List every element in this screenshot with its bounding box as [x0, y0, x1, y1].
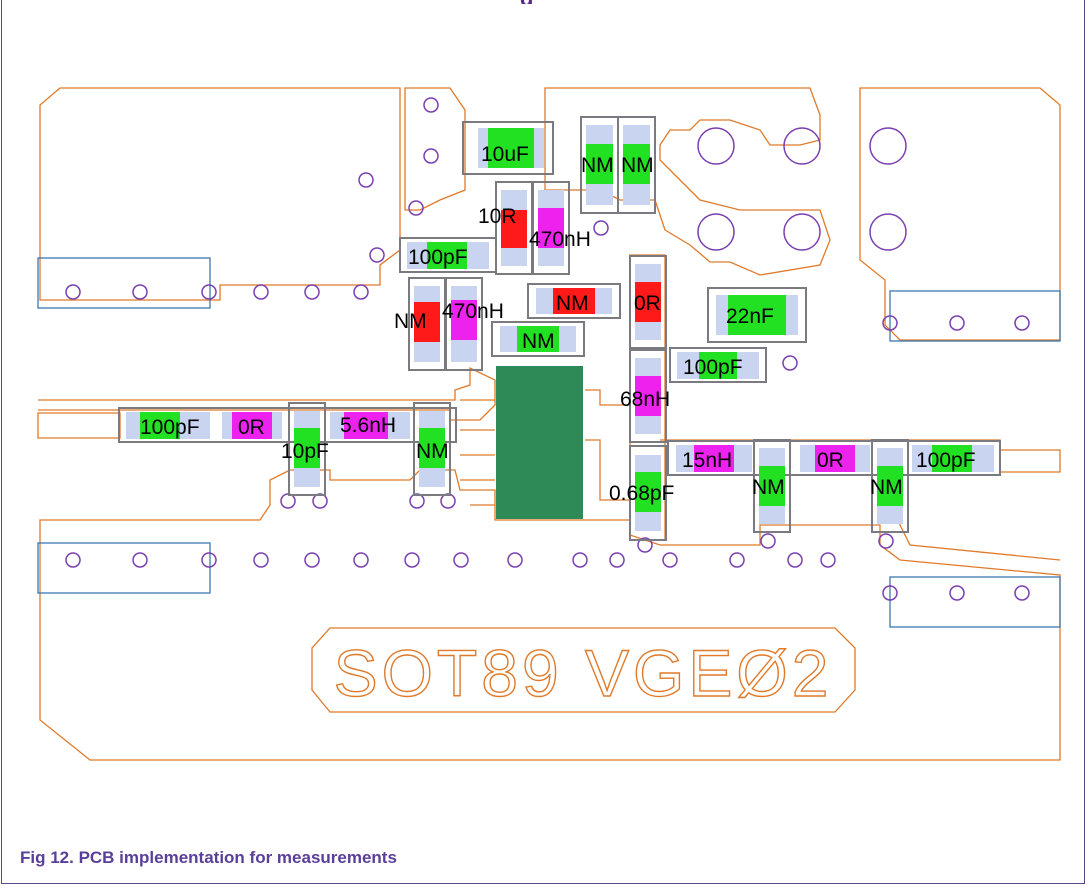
ic-sot89-body: [496, 366, 583, 519]
r-0r-output-label: 0R: [817, 449, 844, 472]
r-10r-body: [501, 210, 527, 248]
c-0-68pf-frame: [629, 445, 667, 541]
connector-bottom-left: [37, 542, 211, 594]
l-470nh-left-frame: [445, 277, 483, 371]
c-100pf-right-mid-body: [699, 352, 737, 379]
connector-top-left: [37, 257, 211, 309]
l-15nh-body: [694, 445, 734, 472]
output-chain-frame: [667, 440, 1001, 476]
nm-output-2-frame: [871, 439, 909, 533]
figure-caption: Fig 12. PCB implementation for measureme…: [20, 848, 397, 867]
c-100pf-output-label: 100pF: [916, 449, 976, 472]
c-0-68pf-body: [635, 472, 661, 512]
l-470nh-top-frame: [532, 181, 570, 275]
l-68nh-body: [635, 376, 661, 416]
l-470nh-top-body: [538, 208, 564, 248]
nm-red-center-frame: [527, 283, 621, 319]
nm-red-center-label: NM: [556, 292, 589, 315]
r-0r-vertical-frame: [629, 255, 667, 349]
horizontal-components: 10uF 100pF NM NM 22nF 100pF 100pF 0R: [118, 121, 1001, 476]
section-title-fragment: g: [520, 0, 580, 4]
output-line-stub: [1000, 449, 1061, 473]
connector-bottom-right: [889, 576, 1061, 628]
nm-top-1-body: [586, 144, 613, 184]
ground-plane-top-left: [39, 87, 401, 301]
l-470nh-left-body: [451, 300, 477, 340]
nm-green-center-body: [517, 326, 559, 352]
r-0r-vertical-body: [635, 282, 661, 322]
nm-red-left-label: NM: [394, 310, 427, 333]
marking-frame: [311, 627, 856, 713]
nm-red-left-body: [414, 302, 440, 342]
c-10uf-frame: [462, 121, 554, 175]
l-470nh-left-label: 470nH: [442, 300, 504, 323]
c-100pf-input-body: [140, 412, 180, 439]
l-68nh-label: 68nH: [620, 388, 670, 411]
nm-output-2-body: [877, 466, 903, 506]
c-100pf-output-body: [932, 445, 972, 472]
nm-output-2-label: NM: [870, 476, 903, 499]
c-100pf-input-label: 100pF: [140, 416, 200, 439]
mounting-hole: [869, 127, 907, 165]
mounting-hole: [869, 213, 907, 251]
nm-red-center-body: [553, 288, 595, 314]
c-10uf-body: [488, 128, 534, 168]
nm-output-1-body: [759, 466, 785, 506]
c-10pf-body: [294, 428, 320, 468]
l-68nh-frame: [629, 349, 667, 443]
nm-input-shunt-label: NM: [416, 440, 449, 463]
mounting-hole: [783, 127, 821, 165]
input-line-stub: [37, 412, 121, 439]
r-0r-output-body: [815, 445, 855, 472]
l-470nh-top-label: 470nH: [529, 228, 591, 251]
c-100pf-upper-body: [427, 242, 467, 269]
nm-green-center-frame: [491, 321, 585, 357]
c-22nf-frame: [707, 287, 807, 343]
nm-green-center-label: NM: [522, 330, 555, 353]
pcb-layout: SOT89 VGEØ2: [37, 87, 1061, 761]
r-0r-input-body: [232, 412, 272, 439]
ic-leads-left: [460, 399, 495, 506]
mounting-hole: [697, 127, 735, 165]
l-15nh-label: 15nH: [682, 449, 732, 472]
nm-input-shunt-body: [419, 428, 445, 468]
l-5-6nh-body: [344, 412, 388, 439]
r-10r-label: 10R: [478, 205, 517, 228]
l-5-6nh-label: 5.6nH: [340, 414, 396, 437]
nm-top-1-label: NM: [581, 154, 614, 177]
ground-plane-top-center: [404, 87, 466, 211]
c-22nf-label: 22nF: [726, 305, 774, 328]
connector-top-right: [889, 290, 1061, 342]
mounting-hole: [697, 213, 735, 251]
nm-top-2-frame: [617, 116, 656, 214]
board-marking: SOT89 VGEØ2: [334, 636, 833, 710]
c-10uf-label: 10uF: [481, 143, 529, 166]
c-10pf-label: 10pF: [281, 440, 329, 463]
ground-plane-top-right: [859, 87, 1061, 341]
c-100pf-right-mid-label: 100pF: [683, 356, 743, 379]
c-0-68pf-label: 0.68pF: [609, 482, 674, 505]
nm-top-2-label: NM: [621, 154, 654, 177]
c-100pf-upper-label: 100pF: [408, 246, 468, 269]
nm-output-1-frame: [753, 439, 791, 533]
nm-input-shunt-frame: [413, 402, 451, 496]
c-22nf-body: [728, 295, 786, 335]
r-0r-vertical-label: 0R: [634, 292, 661, 315]
c-10pf-frame: [288, 402, 326, 496]
mounting-hole: [783, 213, 821, 251]
nm-output-1-label: NM: [752, 476, 785, 499]
c-100pf-right-mid-frame: [669, 347, 767, 383]
r-0r-input-label: 0R: [238, 416, 265, 439]
nm-top-2-body: [623, 144, 650, 184]
ic-leads-right: [585, 389, 630, 501]
input-chain-frame: [118, 407, 457, 443]
vertical-components: NM NM 10R 470nH NM 470nH 0R 68nH: [281, 116, 909, 541]
